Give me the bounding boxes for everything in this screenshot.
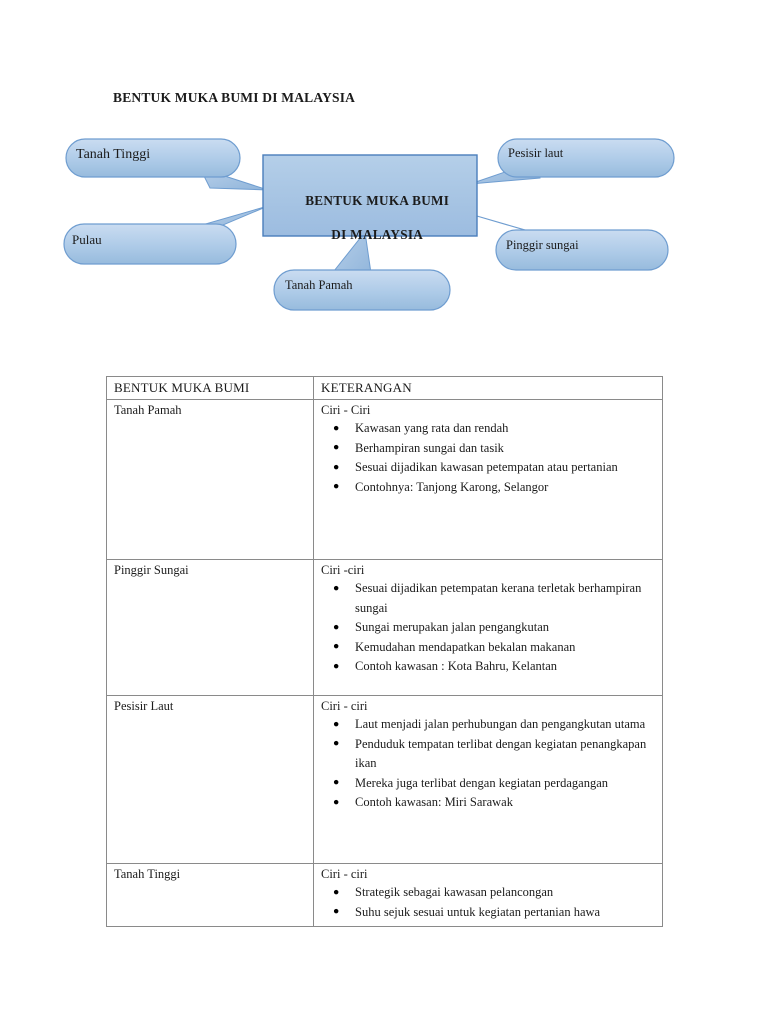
ciri-list-item: Strategik sebagai kawasan pelancongan — [333, 883, 656, 903]
ciri-list-item: Sungai merupakan jalan pengangkutan — [333, 618, 656, 638]
ciri-list-item: Suhu sejuk sesuai untuk kegiatan pertani… — [333, 902, 656, 923]
column-header-keterangan: KETERANGAN — [313, 376, 663, 400]
ciri-list-item: Penduduk tempatan terlibat dengan kegiat… — [333, 734, 656, 774]
landform-description-cell: Ciri - ciriStrategik sebagai kawasan pel… — [313, 863, 663, 927]
landform-description-cell: Ciri - ciriLaut menjadi jalan perhubunga… — [313, 695, 663, 864]
ciri-list: Strategik sebagai kawasan pelanconganSuh… — [321, 883, 656, 922]
bubble-tanah-pamah — [273, 269, 451, 311]
landform-category-cell: Pesisir Laut — [106, 695, 314, 864]
ciri-list: Kawasan yang rata dan rendahBerhampiran … — [321, 419, 656, 497]
ciri-list-item: Berhampiran sungai dan tasik — [333, 438, 656, 459]
page-title: BENTUK MUKA BUMI DI MALAYSIA — [113, 90, 356, 105]
bubble-tanah-tinggi — [65, 138, 241, 178]
landform-description-cell: Ciri -ciriSesuai dijadikan petempatan ke… — [313, 559, 663, 696]
ciri-heading: Ciri - Ciri — [321, 403, 371, 417]
ciri-heading: Ciri - ciri — [321, 867, 368, 881]
mind-map-diagram: Tanah Tinggi Pulau Tanah Pamah Pesisir l… — [0, 128, 768, 328]
table-header-row: BENTUK MUKA BUMI KETERANGAN — [106, 376, 663, 400]
landform-description-cell: Ciri - CiriKawasan yang rata dan rendahB… — [313, 399, 663, 560]
ciri-list-item: Sesuai dijadikan petempatan kerana terle… — [333, 579, 656, 618]
bubble-pulau — [63, 223, 237, 265]
landform-category-cell: Pinggir Sungai — [106, 559, 314, 696]
ciri-list-item: Sesuai dijadikan kawasan petempatan atau… — [333, 458, 656, 478]
ciri-list-item: Contoh kawasan : Kota Bahru, Kelantan — [333, 657, 656, 677]
column-header-bentuk-muka-bumi: BENTUK MUKA BUMI — [106, 376, 314, 400]
bubble-pinggir-sungai — [495, 229, 669, 271]
ciri-list-item: Contoh kawasan: Miri Sarawak — [333, 793, 656, 813]
ciri-heading: Ciri -ciri — [321, 563, 365, 577]
ciri-list-item: Kemudahan mendapatkan bekalan makanan — [333, 637, 656, 658]
ciri-list-item: Mereka juga terlibat dengan kegiatan per… — [333, 773, 656, 794]
ciri-list-item: Laut menjadi jalan perhubungan dan penga… — [333, 715, 656, 735]
ciri-list: Laut menjadi jalan perhubungan dan penga… — [321, 715, 656, 813]
ciri-list-item: Kawasan yang rata dan rendah — [333, 419, 656, 439]
diagram-shapes — [63, 138, 675, 311]
ciri-list-item: Contohnya: Tanjong Karong, Selangor — [333, 477, 656, 498]
landform-category-cell: Tanah Pamah — [106, 399, 314, 560]
center-box — [262, 154, 478, 237]
bubble-pesisir-laut — [497, 138, 675, 178]
landform-category-cell: Tanah Tinggi — [106, 863, 314, 927]
ciri-heading: Ciri - ciri — [321, 699, 368, 713]
ciri-list: Sesuai dijadikan petempatan kerana terle… — [321, 579, 656, 677]
